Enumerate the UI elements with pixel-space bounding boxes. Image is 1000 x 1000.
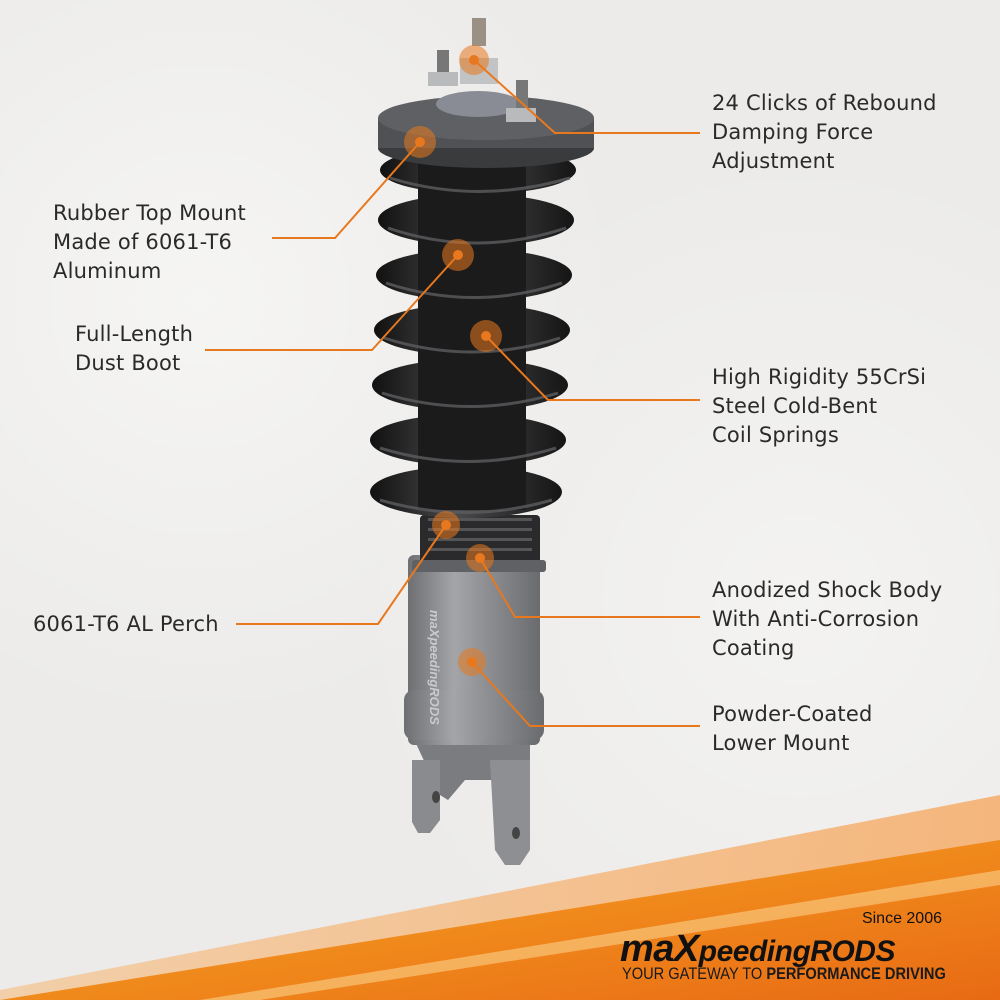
callout-line-3: Adjustment bbox=[712, 149, 835, 173]
callout-line-1: Full-Length bbox=[75, 322, 194, 346]
callout-line-2: Made of 6061-T6 bbox=[53, 230, 233, 254]
wordmark-part1: maX bbox=[620, 928, 699, 970]
accent-band bbox=[0, 840, 1000, 1000]
callout-line-1: Rubber Top Mount bbox=[53, 201, 246, 225]
callout-line-3: Aluminum bbox=[53, 259, 162, 283]
callout-perch: 6061-T6 AL Perch bbox=[33, 610, 219, 639]
callout-line-2: Dust Boot bbox=[75, 351, 181, 375]
brand-wordmark: maXpeedingRODS bbox=[620, 928, 895, 971]
callout-shock-body: Anodized Shock Body With Anti-Corrosion … bbox=[712, 576, 942, 663]
callout-line-1: High Rigidity 55CrSi bbox=[712, 365, 927, 389]
callout-line-3: Coating bbox=[712, 636, 795, 660]
tagline-light: YOUR GATEWAY TO bbox=[622, 964, 767, 983]
callout-coil-springs: High Rigidity 55CrSi Steel Cold-Bent Coi… bbox=[712, 363, 926, 450]
wordmark-part2: peedingRODS bbox=[698, 935, 896, 968]
callout-top-mount: Rubber Top Mount Made of 6061-T6 Aluminu… bbox=[53, 199, 246, 286]
callout-line-2: Lower Mount bbox=[712, 731, 850, 755]
callout-line-1: Anodized Shock Body bbox=[712, 578, 943, 602]
callout-markers bbox=[404, 45, 502, 676]
tagline-bold: PERFORMANCE DRIVING bbox=[766, 964, 946, 983]
brand-tagline: YOUR GATEWAY TO PERFORMANCE DRIVING bbox=[622, 964, 946, 984]
since-year: Since 2006 bbox=[861, 910, 942, 927]
callout-line-1: Powder-Coated bbox=[712, 702, 873, 726]
callout-line-1: 6061-T6 AL Perch bbox=[33, 612, 219, 636]
callout-line-2: With Anti-Corrosion bbox=[712, 607, 920, 631]
callout-line-2: Steel Cold-Bent bbox=[712, 394, 878, 418]
callout-line-1: 24 Clicks of Rebound bbox=[712, 91, 937, 115]
callout-line-2: Damping Force bbox=[712, 120, 874, 144]
callout-dust-boot: Full-Length Dust Boot bbox=[75, 320, 193, 378]
callout-rebound-damping: 24 Clicks of Rebound Damping Force Adjus… bbox=[712, 89, 937, 176]
callout-lower-mount: Powder-Coated Lower Mount bbox=[712, 700, 873, 758]
callout-line-3: Coil Springs bbox=[712, 423, 839, 447]
callout-lines bbox=[205, 59, 700, 727]
svg-text:maXpeedingRODS: maXpeedingRODS bbox=[427, 610, 442, 725]
